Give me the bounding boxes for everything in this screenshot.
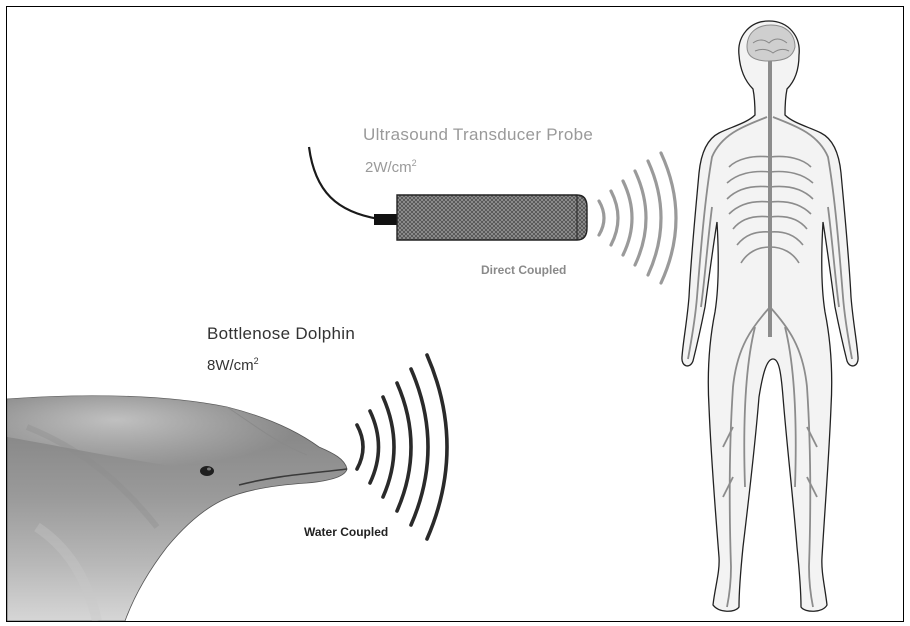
probe-coupling-label: Direct Coupled [481,263,566,277]
human-figure [682,21,858,611]
dolphin-title: Bottlenose Dolphin [207,324,355,344]
dolphin-intensity-value: 8W/cm [207,357,254,374]
probe-intensity-exp: 2 [412,158,417,168]
dolphin-eye [200,466,214,476]
probe-cable [309,147,379,219]
dolphin-intensity: 8W/cm2 [207,357,259,374]
probe-wave-icon [599,153,676,283]
brain [747,25,795,61]
dolphin-wave-icon [357,355,447,539]
diagram-canvas [7,7,903,621]
probe-intensity: 2W/cm2 [365,159,417,176]
probe-connector [374,214,398,225]
dolphin-intensity-exp: 2 [254,356,259,366]
diagram-frame: Ultrasound Transducer Probe 2W/cm2 Direc… [6,6,904,622]
probe-title: Ultrasound Transducer Probe [363,125,593,145]
dolphin-coupling-label: Water Coupled [304,525,388,539]
dolphin-image [7,396,347,621]
probe-intensity-value: 2W/cm [365,159,412,176]
probe-body [397,195,587,240]
